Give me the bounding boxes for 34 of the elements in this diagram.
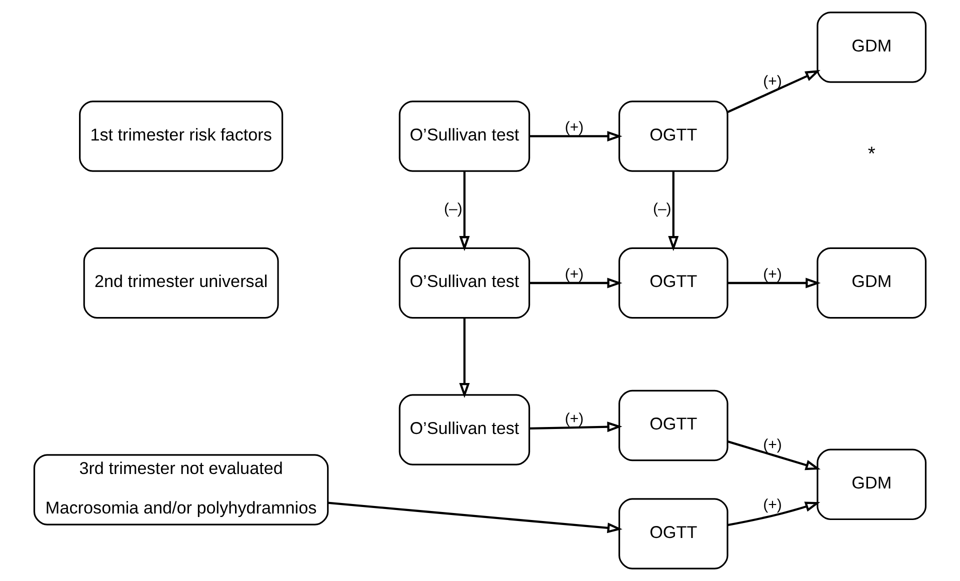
arrow: [459, 171, 470, 252]
arrow: [530, 422, 622, 432]
node-box: OGTT: [618, 247, 728, 319]
edge-label: (–): [444, 200, 462, 218]
node-box: 1st trimester risk factors: [79, 100, 284, 172]
edge-label: (+): [564, 266, 584, 283]
label: *: [868, 144, 876, 166]
node-box: GDM: [816, 12, 927, 83]
edge-label: (+): [763, 496, 782, 514]
arrow: [530, 278, 622, 288]
arrow: [728, 278, 821, 288]
edge-label: (+): [763, 436, 782, 454]
arrow: [668, 171, 679, 252]
node-box: OGTT: [618, 498, 728, 570]
edge-label: (+): [763, 73, 782, 90]
edge-label: (–): [652, 200, 672, 218]
node-box: GDM: [816, 247, 927, 319]
node-box: 2nd trimester universal: [83, 247, 279, 319]
edge-label: (+): [564, 410, 584, 428]
node-box: O’Sullivan test: [398, 100, 530, 172]
node-box: GDM: [816, 448, 927, 520]
edge-label: (+): [763, 266, 782, 283]
node-box: OGTT: [618, 100, 728, 172]
arrow: [530, 130, 622, 142]
node-box: O’Sullivan test: [398, 247, 530, 319]
node-box: O’Sullivan test: [398, 394, 530, 466]
arrow: [727, 502, 820, 526]
edge-label: (+): [564, 119, 584, 136]
node-box: 3rd trimester not evaluated Macrosomia and/or polyhydramnios: [33, 454, 329, 526]
node-box: OGTT: [618, 390, 728, 462]
arrow: [727, 440, 821, 470]
arrow: [727, 70, 820, 114]
arrow: [459, 318, 470, 398]
arrow: [328, 502, 622, 534]
